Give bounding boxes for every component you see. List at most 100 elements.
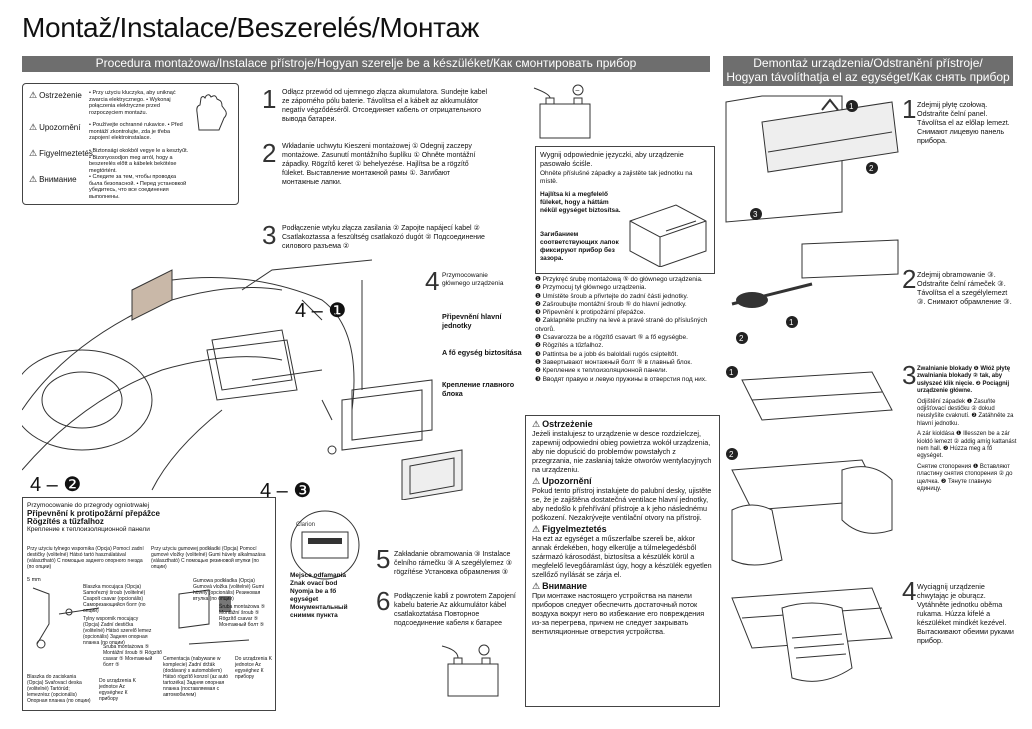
step-2-text: Wkładanie uchwytu Kieszeni montażowej ① … (282, 143, 476, 186)
firewall-mounting-box: Przymocowanie do przegrody ogniotrwałej … (22, 497, 276, 711)
part-label: Tylny wspornik mocujący (Opcja) Zadní de… (83, 616, 152, 646)
step-3-text: Podłączenie wtyku złącza zasilania ② Zap… (282, 225, 485, 250)
warning-head: Figyelmeztetés (29, 148, 93, 159)
list-item: ❸ Zaklapněte pružiny na levé a pravé str… (535, 317, 708, 333)
step-4-2-label: 4 – ❷ (30, 474, 82, 496)
svg-text:2: 2 (729, 450, 734, 459)
list-item: ❸ Вводят правую и левую пружины в отверс… (535, 375, 707, 383)
part-label: Blaszka do zaciskania (Opcja) Svařovací … (27, 674, 91, 704)
step-number: 4 (425, 266, 440, 296)
screw-detail-illustration: Clarion (290, 510, 360, 580)
glove-icon (196, 94, 227, 131)
caution-head: Figyelmeztetés (532, 525, 713, 534)
firewall-title: Przymocowanie do przegrody ogniotrwałej (27, 502, 150, 509)
firewall-title: Připevnění k protipožární přepážce (27, 509, 160, 518)
part-label: Gumowa podkładka (Opcja) Gumová vložka (… (193, 578, 264, 602)
step-1-text: Odłącz przewód od ujemnego złącza akumul… (282, 89, 488, 123)
release-lock-illustration: 1 2 (726, 366, 893, 566)
warning-head: Ostrzeżenie (29, 90, 82, 101)
svg-text:2: 2 (739, 334, 744, 343)
install-header-bar: Procedura montażowa/Instalace přístroje/… (22, 56, 710, 72)
bend-tabs-box: Wygnij odpowiednie języczki, aby urządze… (535, 146, 715, 274)
list-item: ❸ Připevnění k protipožární přepážce. (535, 309, 646, 317)
warning-box: Ostrzeżenie • Przy użyciu kluczyka, aby … (22, 83, 239, 205)
warning-text: • Przy użyciu kluczyka, aby uniknąć zwar… (89, 90, 176, 116)
removal-step-3-text: Zwalnianie blokady ❶ Włóż płytę zwalnian… (917, 366, 1017, 494)
part-label: Do urządzenia K jednotce Az egységhez К … (235, 656, 272, 680)
caution-head: Upozornění (532, 477, 713, 486)
rubber-bushing-heading: Przy użyciu gumowej podkładki (Opcja) Po… (151, 546, 266, 570)
step-6-text: Podłączenie kabli z powrotem Zapojení ka… (394, 593, 516, 627)
list-item: ❷ Przymocuj tył głównego urządzenia. (535, 284, 647, 292)
svg-text:1: 1 (789, 318, 794, 327)
step-number: 2 (262, 138, 277, 168)
warning-text: • Следите за тем, чтобы проводка была бе… (89, 174, 187, 200)
bend-text-pl: Wygnij odpowiednie języczki, aby urządze… (540, 150, 684, 168)
release-lock-cz: Odjištění západek ❶ Zasuňte odjišťovací … (917, 398, 1014, 427)
list-item: ❷ Zašroubujte montážní šroub ⑤ do hlavní… (535, 300, 687, 308)
step-4-cz: Připevnění hlavní jednotky (442, 312, 502, 330)
removal-step-number: 4 (902, 576, 917, 606)
removal-header-line2: Hogyan távolíthatja el az egységet/Как с… (726, 70, 1010, 84)
warning-text: • Biztonsági okokból vegye le a kesztyűt… (89, 148, 189, 174)
removal-header-line1: Demontaż urządzenia/Odstranění přístroje… (753, 56, 983, 70)
step-number: 6 (376, 586, 391, 616)
list-item: ❷ Rögzítés a tűzfalhoz. (535, 342, 604, 350)
screw-instruction-list: ❶ Przykręć śrubę montażową ⑤ do głównego… (535, 276, 715, 384)
firewall-title: Rögzítés a tűzfalhoz (27, 517, 104, 526)
caution-text: Ha ezt az egységet a műszerfalbe szereli… (532, 534, 712, 579)
release-lock-hu: A zár kioldása ❶ Illesszen be a zár kiol… (917, 431, 1017, 460)
bend-text-cz: Ohněte příslušné západky a zajistěte tak… (540, 170, 693, 185)
step-4-3-label: 4 – ❸ (260, 480, 312, 502)
svg-text:1: 1 (729, 368, 734, 377)
list-item: ❷ Крепление к теплоизоляционной панели. (535, 367, 668, 375)
step-4-hu: A fő egység biztosítása (442, 348, 522, 357)
svg-text:Clarion: Clarion (296, 522, 315, 528)
step-number: 3 (262, 220, 277, 250)
part-label: Blaszka mocująca (Opcja) Samořezný šroub… (83, 584, 146, 614)
warning-head: Upozornění (29, 122, 80, 133)
part-label: Cementacja (nabywane w komplecie) Zadní … (163, 656, 229, 698)
svg-text:1: 1 (849, 102, 854, 111)
warning-head: Внимание (29, 174, 77, 185)
step-5-text: Zakładanie obramowania ③ Instalace čelní… (394, 551, 512, 576)
page-title: Montaž/Instalace/Beszerelés/Монтаж (22, 12, 480, 43)
removal-header-bar: Demontaż urządzenia/Odstranění přístroje… (723, 56, 1013, 86)
release-lock-pl: Zwalnianie blokady ❶ Włóż płytę zwalnian… (917, 366, 1011, 395)
part-label: Śruba montażowa ⑤ Montážní šroub ⑤ Rögzí… (219, 604, 266, 628)
caution-text: Pokud tento přístroj instalujete do palu… (532, 486, 712, 522)
list-item: ❶ Przykręć śrubę montażową ⑤ do głównego… (535, 276, 703, 283)
removal-step-1-text: Zdejmij płytę czołową. Odstraňte čelní p… (917, 100, 1010, 145)
svg-text:−: − (575, 86, 580, 95)
remove-faceplate-illustration: 1 2 3 (725, 95, 899, 223)
step-4-1-label: 4 – ❶ (295, 300, 347, 322)
svg-text:3: 3 (753, 210, 758, 219)
list-item: ❶ Csavarozza be a rögzítő csavart ⑤ a fő… (535, 334, 688, 342)
firewall-titles: Przymocowanie do przegrody ogniotrwałej … (27, 502, 267, 534)
rear-bracket-heading: Przy użyciu tylnego wspornika (Opcja) Po… (27, 546, 144, 570)
mounting-sleeve-illustration (629, 204, 707, 267)
list-item: ❶ Umístěte šroub a přivrtejte do zadní č… (535, 292, 689, 300)
warning-text: • Používejte ochranné rukavice. • Před m… (89, 122, 183, 141)
step-4-label: Przymocowanie głównego urządzenia (442, 272, 504, 287)
dimension-label: 5 mm (27, 577, 41, 583)
step-4-ru: Крепление главного блока (442, 380, 515, 398)
dashboard-installation-illustration (22, 259, 463, 500)
caution-head: Ostrzeżenie (532, 420, 713, 429)
part-label: Śruba montażowa ⑤ Montážní šroub ⑤ Rögzí… (103, 644, 162, 668)
pull-unit-illustration (731, 587, 893, 682)
removal-step-number: 3 (902, 360, 917, 390)
removal-step-2-text: Zdejmij obramowanie ③. Odstraňte čelní r… (917, 270, 1012, 306)
battery-reconnect-illustration (441, 644, 499, 697)
svg-text:2: 2 (869, 164, 874, 173)
removal-step-number: 1 (902, 94, 917, 124)
bend-text-hu: Hajlítsa ki a megfelelő füleket, hogy a … (540, 191, 621, 214)
firewall-parts-illustration (32, 587, 250, 649)
list-item: ❶ Завертывают монтажный болт ⑤ в главный… (535, 358, 693, 366)
battery-disconnect-illustration: − (533, 84, 591, 139)
step-number: 5 (376, 544, 391, 574)
list-item: ❸ Pattintsa be a jobb és baloldali rugós… (535, 350, 679, 358)
bend-text-ru: Загибанием соответствующих лапок фиксиру… (540, 231, 619, 262)
caution-text: При монтаже настоящего устройства на пан… (532, 591, 705, 636)
caution-head: Внимание (532, 582, 713, 591)
